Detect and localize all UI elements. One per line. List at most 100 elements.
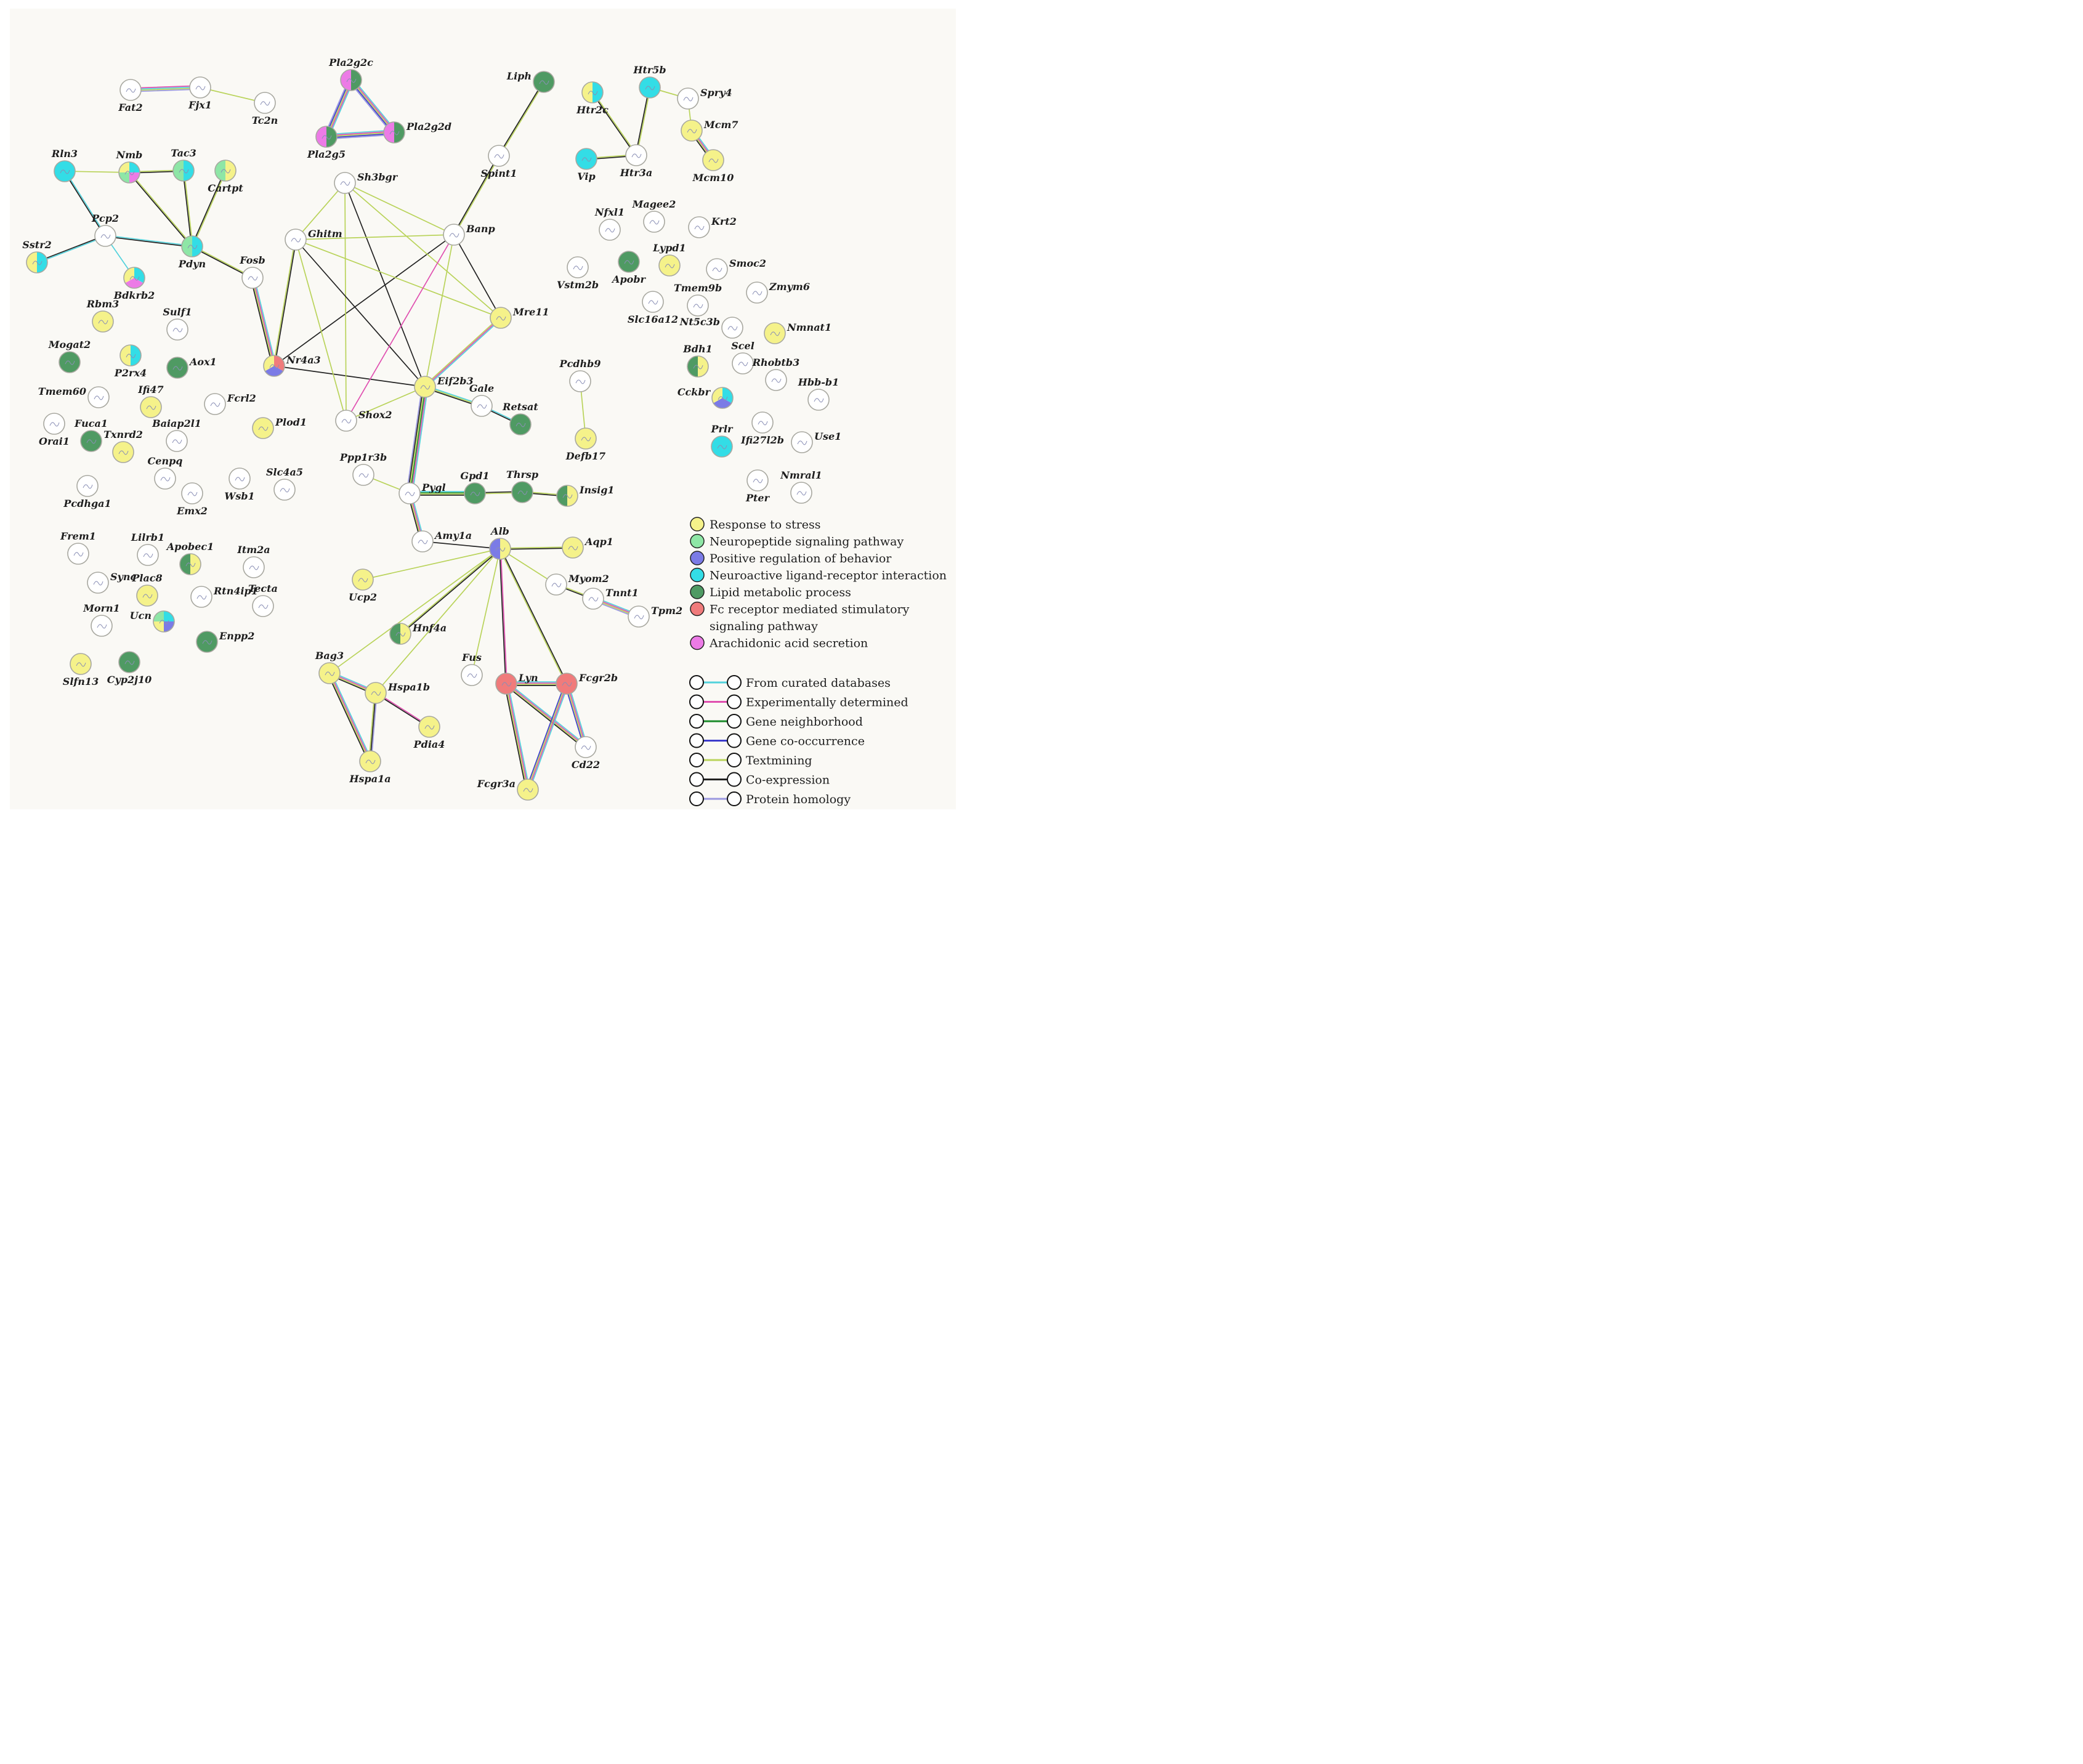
node-txnrd2[interactable]: Txnrd2 xyxy=(103,429,143,463)
edge-Alb-Ucp2[interactable] xyxy=(362,548,501,580)
node-spint1[interactable]: Spint1 xyxy=(481,145,517,179)
edge-Nr4a3-Eif2b3[interactable] xyxy=(273,365,426,387)
node-lyn[interactable]: Lyn xyxy=(495,672,538,695)
node-pdyn[interactable]: Pdyn xyxy=(178,235,206,270)
node-cyp2j10[interactable]: Cyp2j10 xyxy=(107,651,152,686)
node-tmem9b[interactable]: Tmem9b xyxy=(674,282,722,317)
node-emx2[interactable]: Emx2 xyxy=(176,482,208,517)
node-rtn4ip1[interactable]: Rtn4ip1 xyxy=(190,585,258,608)
node-fjx1[interactable]: Fjx1 xyxy=(188,76,212,111)
edge-Pcp2-Pdyn[interactable] xyxy=(105,235,193,248)
edge-Fcgr2b-Fcgr3a[interactable] xyxy=(525,682,569,791)
edge-Sh3bgr-Mre11[interactable] xyxy=(344,182,501,318)
edge-Sh3bgr-Banp[interactable] xyxy=(344,182,455,235)
node-bdh1[interactable]: Bdh1 xyxy=(682,343,713,378)
node-zmym6[interactable]: Zmym6 xyxy=(746,281,810,304)
node-banp[interactable]: Banp xyxy=(443,223,495,246)
node-enpp2[interactable]: Enpp2 xyxy=(196,630,254,653)
node-frem1[interactable]: Frem1 xyxy=(60,530,96,565)
edge-Sh3bgr-Ghitm[interactable] xyxy=(295,182,346,240)
node-ifi47[interactable]: Ifi47 xyxy=(137,384,164,418)
node-aox1[interactable]: Aox1 xyxy=(166,356,217,379)
node-rln3[interactable]: Rln3 xyxy=(51,148,78,182)
node-ucn[interactable]: Ucn xyxy=(130,610,175,633)
node-sh3bgr[interactable]: Sh3bgr xyxy=(334,171,398,194)
node-amy1a[interactable]: Amy1a xyxy=(411,530,472,552)
node-itm2a[interactable]: Itm2a xyxy=(237,544,270,578)
edge-Amy1a-Alb[interactable] xyxy=(422,541,501,549)
edge-Ghitm-Banp[interactable] xyxy=(295,234,455,240)
node-alb[interactable]: Alb xyxy=(489,525,511,560)
edge-Fcgr2b-Cd22[interactable] xyxy=(564,682,588,748)
node-pcdhb9[interactable]: Pcdhb9 xyxy=(559,358,601,392)
node-fat2[interactable]: Fat2 xyxy=(118,79,143,113)
node-lilrb1[interactable]: Lilrb1 xyxy=(131,532,164,566)
node-mcm7[interactable]: Mcm7 xyxy=(681,119,738,142)
node-hbb-b1[interactable]: Hbb-b1 xyxy=(798,376,839,411)
node-tmem60[interactable]: Tmem60 xyxy=(38,386,110,408)
edge-Alb-Hnf4a[interactable] xyxy=(399,548,501,635)
node-mcm10[interactable]: Mcm10 xyxy=(692,149,734,184)
node-bag3[interactable]: Bag3 xyxy=(315,650,344,684)
edge-Banp-Mre11[interactable] xyxy=(453,234,501,318)
node-hspa1b[interactable]: Hspa1b xyxy=(365,681,430,704)
node-sync[interactable]: Sync xyxy=(87,571,136,594)
node-pdia4[interactable]: Pdia4 xyxy=(413,716,445,750)
node-mre11[interactable]: Mre11 xyxy=(490,306,549,329)
edge-Htr2c-Htr3a[interactable] xyxy=(591,91,637,156)
edge-Banp-Shox2[interactable] xyxy=(346,234,455,421)
node-ghitm[interactable]: Ghitm xyxy=(285,228,342,251)
node-orai1[interactable]: Orai1 xyxy=(39,413,70,447)
node-pla2g2d[interactable]: Pla2g2d xyxy=(383,121,451,144)
edge-Ghitm-Eif2b3[interactable] xyxy=(295,239,426,387)
node-sulf1[interactable]: Sulf1 xyxy=(163,306,192,341)
node-mogat2[interactable]: Mogat2 xyxy=(48,339,91,373)
edge-Sh3bgr-Shox2[interactable] xyxy=(344,182,347,421)
node-retsat[interactable]: Retsat xyxy=(502,401,538,435)
edge-Alb-Bag3[interactable] xyxy=(329,548,501,674)
node-bdkrb2[interactable]: Bdkrb2 xyxy=(113,267,155,301)
edge-Htr5b-Htr3a[interactable] xyxy=(635,86,651,156)
edge-Lyn-Fcgr3a[interactable] xyxy=(504,682,530,791)
edge-Alb-Fcgr2b[interactable] xyxy=(499,548,568,685)
edge-Alb-Hspa1b[interactable] xyxy=(375,548,501,694)
edge-Alb-Fus[interactable] xyxy=(471,548,501,676)
edge-Alb-Aqp1[interactable] xyxy=(500,546,573,550)
edge-Pla2g2c-Pla2g2d[interactable] xyxy=(349,78,397,135)
node-fuca1[interactable]: Fuca1 xyxy=(74,418,108,452)
edge-Alb-Lyn[interactable] xyxy=(499,548,508,684)
node-vip[interactable]: Vip xyxy=(575,148,597,182)
node-cenpq[interactable]: Cenpq xyxy=(148,455,183,490)
node-plac8[interactable]: Plac8 xyxy=(131,572,163,607)
node-hspa1a[interactable]: Hspa1a xyxy=(349,750,391,785)
node-p2rx4[interactable]: P2rx4 xyxy=(114,344,147,379)
edge-Ghitm-Mre11[interactable] xyxy=(295,239,501,318)
node-fus[interactable]: Fus xyxy=(461,652,483,686)
node-ppp1r3b[interactable]: Ppp1r3b xyxy=(339,451,387,486)
edge-Liph-Spint1[interactable] xyxy=(498,81,545,157)
node-liph[interactable]: Liph xyxy=(506,70,555,93)
node-nr4a3[interactable]: Nr4a3 xyxy=(263,354,321,377)
node-tpm2[interactable]: Tpm2 xyxy=(628,605,682,628)
edge-Pla2g5-Pla2g2d[interactable] xyxy=(325,129,395,140)
node-morn1[interactable]: Morn1 xyxy=(83,602,120,637)
node-insig1[interactable]: Insig1 xyxy=(556,484,615,507)
node-magee2[interactable]: Magee2 xyxy=(632,198,676,233)
edge-Tac3-Pdyn[interactable] xyxy=(182,170,193,247)
node-nt5c3b[interactable]: Nt5c3b xyxy=(679,316,743,339)
node-smoc2[interactable]: Smoc2 xyxy=(706,257,766,280)
node-scel[interactable]: Scel xyxy=(731,340,754,374)
node-slc4a5[interactable]: Slc4a5 xyxy=(266,466,303,501)
edge-Nr4a3-Banp[interactable] xyxy=(273,234,455,366)
node-hnf4a[interactable]: Hnf4a xyxy=(389,622,447,645)
edge-Pdyn-Fosb[interactable] xyxy=(191,245,254,279)
node-pter[interactable]: Pter xyxy=(745,469,771,504)
node-cckbr[interactable]: Cckbr xyxy=(677,386,734,409)
node-pcdhga1[interactable]: Pcdhga1 xyxy=(63,475,111,509)
node-krt2[interactable]: Krt2 xyxy=(688,216,737,238)
node-slfn13[interactable]: Slfn13 xyxy=(63,653,99,687)
node-apobec1[interactable]: Apobec1 xyxy=(166,541,214,575)
node-gpd1[interactable]: Gpd1 xyxy=(460,470,490,504)
node-tac3[interactable]: Tac3 xyxy=(171,147,196,182)
edge-Lyn-Cd22[interactable] xyxy=(504,681,588,750)
